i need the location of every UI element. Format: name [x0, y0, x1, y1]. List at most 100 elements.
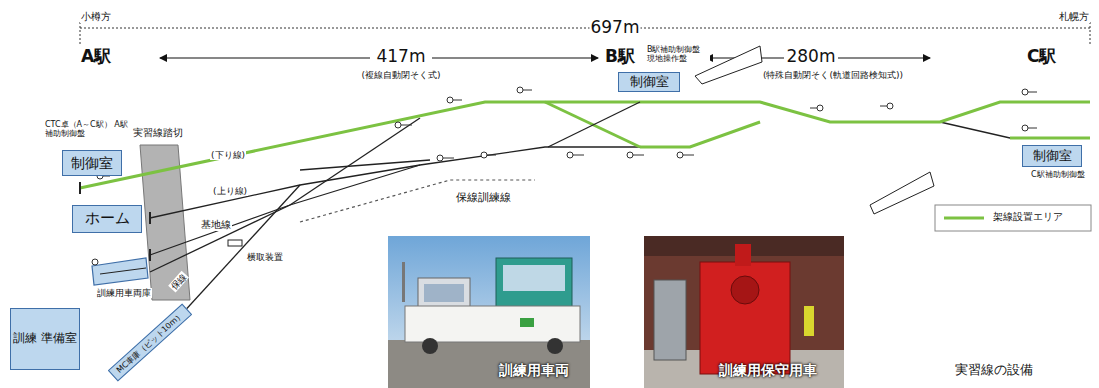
signal-symbol [810, 108, 817, 109]
label: B駅補助制御盤 現地操作盤 [646, 45, 710, 63]
label: C駅 [1026, 47, 1057, 67]
maintenance-vehicle-photo [644, 236, 844, 388]
signal-symbol [880, 106, 887, 107]
buffer-stop [149, 249, 151, 261]
photo-cab [496, 258, 572, 308]
photo-cabinet [804, 306, 814, 336]
signal-symbol [1028, 92, 1037, 93]
signal-symbol [1022, 125, 1028, 131]
photo-window [503, 265, 565, 291]
up-track [150, 122, 760, 218]
signal-symbol [447, 97, 453, 103]
signal-symbol [627, 152, 633, 158]
box-text: ホーム [85, 210, 130, 227]
vehicle-photo [388, 236, 590, 388]
signal-symbol [517, 87, 523, 93]
label: (上り線) [212, 186, 248, 196]
legend-line-sample [944, 217, 984, 220]
label: 697m [589, 18, 640, 38]
depot-box [92, 258, 148, 285]
photo-wheel [547, 338, 563, 354]
photo-pole [402, 262, 405, 302]
buffer-stop [149, 212, 151, 224]
photo-wheel [422, 338, 438, 354]
transfer-device [228, 240, 242, 246]
label: 417m [375, 47, 426, 67]
box-text: 制御室 [71, 155, 113, 171]
box-text: 制御室 [630, 75, 669, 90]
crossover-track [548, 102, 640, 147]
signal-symbol [677, 152, 683, 158]
photo-snowplow [700, 262, 790, 374]
label: B駅 [604, 47, 636, 67]
label: 横取装置 [246, 252, 284, 262]
dimension-arrow [838, 57, 930, 58]
maintenance-track [180, 185, 300, 316]
buffer-stop [79, 182, 81, 194]
distance-line [80, 28, 1090, 29]
photo-blower [731, 276, 759, 304]
box-text: MC車庫（ピット10m） [115, 310, 185, 375]
photo-body [405, 306, 580, 342]
platform-box: ホーム [72, 205, 142, 233]
control-room-box: 制御室 [618, 72, 680, 92]
label: 訓練用保守用車 [718, 362, 818, 378]
control-room-box: 制御室 [1022, 145, 1082, 167]
signal-symbol [443, 158, 454, 159]
caption: 実習線の設備 [954, 363, 1034, 378]
label: (複線自動閉そく式) [360, 70, 441, 80]
signal-symbol [401, 125, 412, 126]
label: 280m [785, 47, 836, 67]
legend-text: 架線設置エリア [992, 211, 1064, 223]
label: CTC卓（A～C駅） A駅補助制御盤 [44, 120, 130, 138]
signal-symbol [487, 155, 496, 156]
depot-track [150, 205, 290, 272]
signal-symbol [573, 155, 584, 156]
platform [870, 172, 934, 214]
base-track [150, 165, 420, 255]
distance-tick [1090, 22, 1091, 46]
label: 札幌方 [1058, 11, 1090, 23]
track [940, 122, 1090, 138]
dimension-arrow [160, 57, 370, 58]
photo-sky [388, 236, 590, 388]
track [1010, 137, 1090, 140]
legend-box [935, 205, 1091, 231]
signal-symbol [683, 155, 694, 156]
label: 小樽方 [80, 11, 112, 23]
garage-box: MC車庫（ピット10m） [108, 303, 192, 381]
label: C駅補助制御盤 [1030, 170, 1086, 179]
photo-logo [520, 318, 534, 327]
signal-symbol [633, 155, 644, 156]
signal-symbol [92, 259, 98, 265]
photo-window [424, 284, 464, 302]
label: 保線訓練線 [455, 192, 512, 205]
signal-symbol [567, 152, 573, 158]
signal-symbol [1022, 89, 1028, 95]
signal-symbol [523, 90, 532, 91]
label: 訓練用車両 [498, 362, 570, 378]
signal-symbol [817, 105, 823, 111]
crossover-track [300, 160, 430, 170]
distance-tick [80, 22, 81, 46]
label: 基地線 [200, 219, 232, 231]
photo-shelf [654, 280, 686, 360]
label: A駅 [80, 47, 112, 67]
track [640, 122, 760, 147]
track [100, 268, 146, 274]
crossover-track [545, 102, 640, 147]
dimension-arrow [432, 57, 598, 58]
signal-symbol [395, 122, 401, 128]
label: 実習線踏切 [132, 127, 184, 139]
box-text: 制御室 [1033, 149, 1072, 164]
signal-symbol [453, 100, 462, 101]
label: (特殊自動閉そく(軌道回路検知式)) [762, 70, 904, 80]
label: (下り線) [210, 150, 246, 160]
box-text: 訓練 準備室 [13, 332, 77, 346]
photo-chute [735, 244, 751, 266]
photo-wall [644, 236, 844, 388]
control-room-box: 制御室 [62, 150, 122, 176]
signal-symbol [481, 152, 487, 158]
signal-symbol [887, 103, 893, 109]
